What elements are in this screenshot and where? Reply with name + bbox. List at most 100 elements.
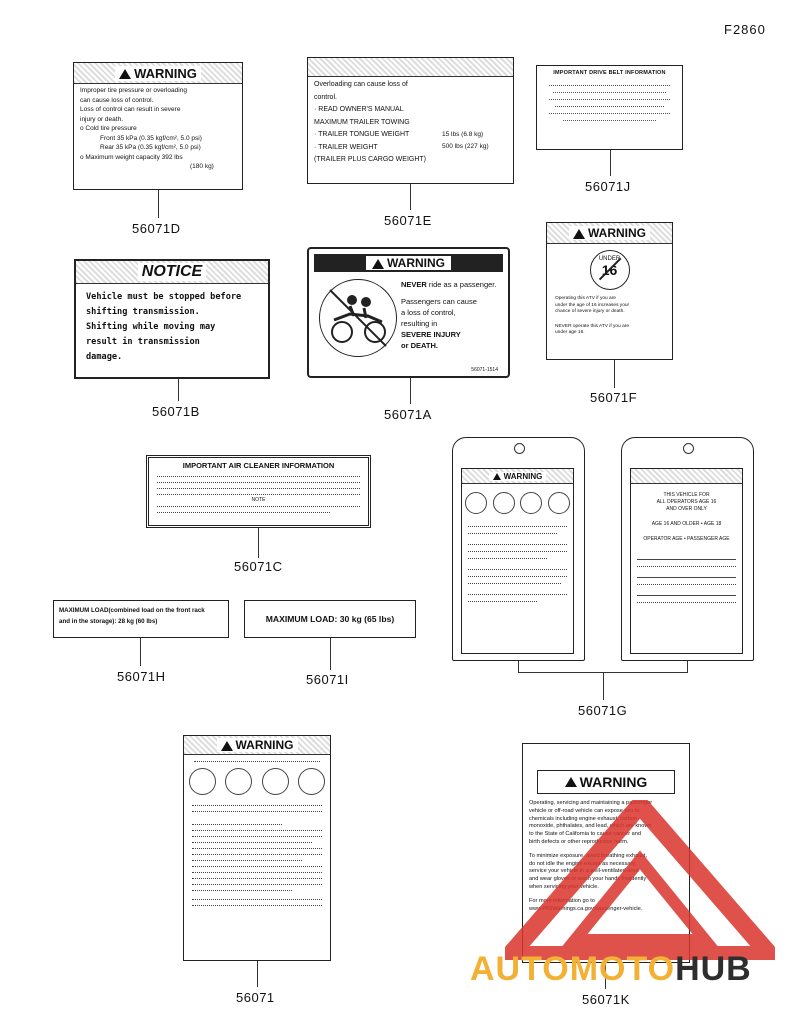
decorative-banner [308,58,513,77]
label-text-line: Front 35 kPa (0.35 kgf/cm², 5.0 psi) [100,134,202,142]
safety-pictogram-icon [298,768,326,795]
label-text-line: and in the storage): 28 kg (60 lbs) [59,618,158,625]
label-text-line: · READ OWNER'S MANUAL [314,106,404,113]
label-text-line: o Cold tire pressure [80,125,137,132]
hang-tag-left: WARNING [452,437,585,661]
label-text-line: Operating this ATV if you are [555,296,616,301]
label-text-line: AND OVER ONLY [666,506,707,512]
label-value: 500 lbs (227 kg) [442,143,489,150]
label-text-line: Loss of control can result in severe [80,106,181,113]
label-56071I: MAXIMUM LOAD: 30 kg (65 lbs) [244,600,416,638]
label-text-line: chance of severe injury or death. [555,309,625,314]
label-text-line: SEVERE INJURY [401,330,461,339]
part-number: 56071E [384,213,432,228]
label-text-line: control. [314,93,337,101]
warning-triangle-icon [564,777,577,787]
label-text-line: · TRAILER WEIGHT [314,143,378,151]
part-number: 56071C [234,559,283,574]
label-56071D: WARNING Improper tire pressure or overlo… [73,62,243,190]
label-text-line: (180 kg) [190,163,214,170]
label-56071F: WARNING UNDER 16 Operating this ATV if y… [546,222,673,360]
watermark-logo-icon [505,800,775,960]
warning-triangle-icon [119,69,132,80]
label-text-line: birth defects or other reproductive harm… [529,838,629,845]
label-56071J: IMPORTANT DRIVE BELT INFORMATION [536,65,683,150]
hang-tag-right: THIS VEHICLE FOR ALL OPERATORS AGE 16 AN… [621,437,754,661]
label-text-line: MAXIMUM LOAD: 30 kg (65 lbs) [265,614,395,624]
warning-triangle-icon [220,740,233,751]
part-number: 56071 [236,990,275,1005]
label-text-line: injury or death. [80,115,123,123]
part-number: 56071A [384,407,432,422]
label-text-line: THIS VEHICLE FOR [663,492,710,498]
watermark-text: AUTOMOTOHUB [470,950,752,988]
label-text-line: resulting in [401,319,438,328]
label-text-line: Overloading can cause loss of [314,81,408,88]
label-text-line: MAXIMUM LOAD(combined load on the front … [59,607,205,614]
label-text-line: shifting transmission. [86,307,200,317]
label-text-line: Operating, servicing and maintaining a p… [529,800,653,806]
decorative-banner [631,469,742,484]
label-56071C: IMPORTANT AIR CLEANER INFORMATION NOTE [146,455,371,528]
safety-pictogram-icon [225,768,253,795]
label-text-line: OPERATOR AGE • PASSENGER AGE [643,536,730,542]
label-text-line: (TRAILER PLUS CARGO WEIGHT) [314,156,427,163]
safety-pictogram-icon [520,492,543,514]
label-56071H: MAXIMUM LOAD(combined load on the front … [53,600,229,638]
warning-triangle-icon [573,228,585,239]
label-text-line: under the age of 16 increases your [555,302,630,308]
safety-pictogram-icon [492,492,515,514]
part-number: 56071H [117,669,166,684]
part-number: 56071I [306,672,349,687]
warning-banner: WARNING [462,469,573,484]
safety-pictogram-icon [261,768,289,795]
part-number: 56071D [132,221,181,236]
label-text-line: damage. [86,352,123,362]
notice-banner: NOTICE [76,261,268,284]
label-text-line: Passengers can cause [401,297,477,306]
label-text-line: can cause loss of control. [80,96,154,104]
label-text-line: AGE 16 AND OLDER • AGE 18 [651,521,722,527]
label-code: 56071-1514 [471,367,498,373]
part-number: 56071F [590,390,638,405]
label-text-line: monoxide, phthalates, and lead, which ar… [529,823,652,830]
label-56071: WARNING [183,735,331,961]
label-text-line: a loss of control, [401,308,456,317]
part-number: 56071K [582,992,630,1007]
label-text-line: ALL OPERATORS AGE 16 [656,499,717,505]
label-text-line: vehicle or off-road vehicle can expose y… [529,807,640,814]
no-passenger-icon [319,279,397,357]
label-value: 15 lbs (6.8 kg) [442,131,484,138]
label-56071B: NOTICE Vehicle must be stopped before sh… [74,259,270,379]
label-text-line: MAXIMUM TRAILER TOWING [314,118,410,126]
label-note: NOTE [251,497,266,503]
warning-triangle-icon [492,472,501,480]
figure-code: F2860 [724,22,766,37]
safety-pictogram-icon [464,492,487,514]
label-text-line: or DEATH. [401,341,438,350]
warning-banner: WARNING [184,736,330,755]
warning-banner: WARNING [537,770,675,794]
warning-triangle-icon [372,258,384,269]
label-56071E: Overloading can cause loss of control. ·… [307,57,514,184]
part-number: 56071B [152,404,200,419]
label-text-line: result in transmission [86,337,200,347]
safety-pictogram-icon [548,492,571,514]
label-text-line: · TRAILER TONGUE WEIGHT [314,131,410,138]
part-number: 56071J [585,179,631,194]
label-text-line: Rear 35 kPa (0.35 kgf/cm², 5.0 psi) [100,144,201,151]
label-text-line: to the State of California to cause canc… [529,831,641,838]
label-text-line: Vehicle must be stopped before [86,292,242,302]
label-text-line: chemicals including engine exhaust, carb… [529,815,638,822]
label-text-line: NEVER operate this ATV if you are [555,323,630,329]
warning-banner: WARNING [547,223,672,244]
label-text-line: under age 16. [555,330,585,335]
under-16-icon: UNDER 16 [589,250,630,290]
label-56071A: WARNING NEVER ride as a passenger. Passe… [307,247,510,378]
safety-pictogram-icon [188,768,216,795]
label-heading: IMPORTANT AIR CLEANER INFORMATION [182,461,335,470]
warning-banner: WARNING [314,254,503,272]
label-text-line: www.P65Warnings.ca.gov/passenger-vehicle… [529,905,643,912]
label-text-line: Shifting while moving may [86,322,216,332]
label-text-line: NEVER ride as a passenger. [401,280,497,289]
